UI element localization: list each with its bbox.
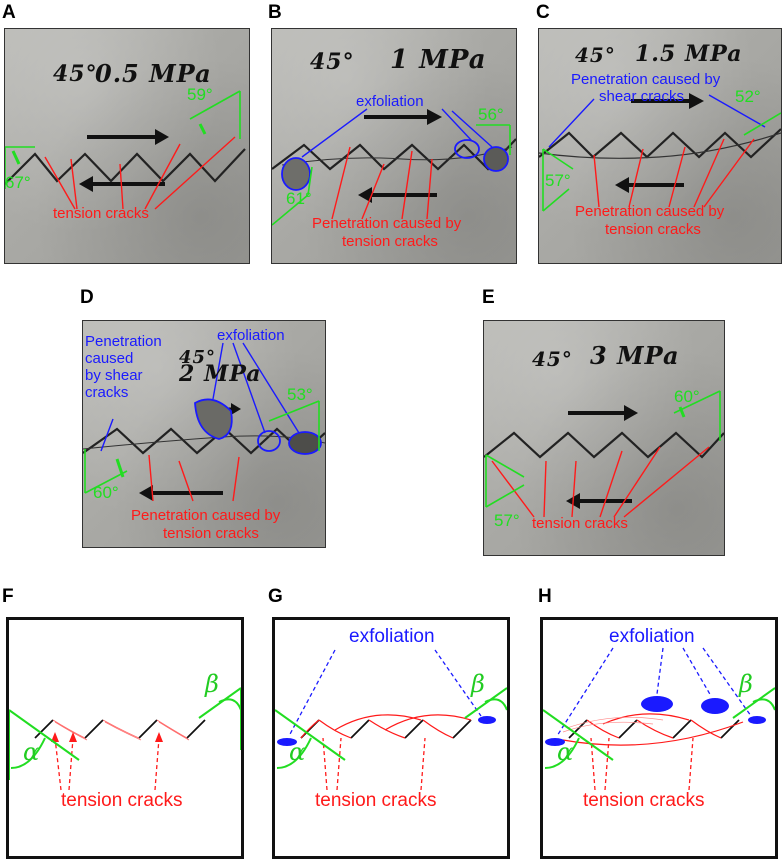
penetration-label-line2: tension cracks: [605, 221, 701, 238]
angle-label-right: 53°: [287, 385, 313, 404]
sketch-panel-g: exfoliation α β tension cracks: [272, 617, 510, 859]
beta-symbol: β: [739, 670, 753, 698]
panel-letter-a: A: [2, 2, 16, 23]
panel-letter-f: F: [2, 586, 14, 607]
angle-label-right: 52°: [735, 87, 761, 106]
sketch-panel-f: α β tension cracks: [6, 617, 244, 859]
angle-text: 45°: [179, 347, 217, 368]
stress-text: 0.5 MPa: [95, 59, 212, 88]
stress-text: 1 MPa: [390, 45, 487, 75]
beta-symbol: β: [205, 670, 219, 698]
tension-cracks-label: tension cracks: [53, 205, 149, 222]
photo-panel-b: 45° 1 MPa exfoliation 56° 61° Penetratio…: [271, 28, 517, 264]
tension-cracks-label: tension cracks: [61, 790, 183, 811]
angle-text: 45°: [532, 347, 573, 371]
stress-text: 2 MPa: [179, 361, 262, 387]
stress-text: 1.5 MPa: [635, 41, 743, 67]
exfoliation-label: exfoliation: [349, 626, 435, 647]
sketch-f-drawing: [9, 687, 241, 791]
sketch-panel-h: exfoliation α β tension cracks: [540, 617, 778, 859]
photo-panel-d: 45° 2 MPa Penetration caused by shear cr…: [82, 320, 326, 548]
exfoliation-label: exfoliation: [356, 93, 424, 110]
penetration-label-line1: Penetration caused by: [131, 507, 281, 524]
angle-text: 45°: [310, 49, 355, 75]
penetration-label-line2: tension cracks: [342, 233, 438, 250]
alpha-symbol: α: [23, 738, 40, 766]
exfoliation-label: exfoliation: [217, 327, 285, 344]
stress-text: 3 MPa: [590, 341, 680, 370]
angle-label-left: 57°: [545, 171, 571, 190]
penetration-label-line1: Penetration caused by: [575, 203, 725, 220]
panel-letter-h: H: [538, 586, 552, 607]
angle-label-left: 67°: [5, 173, 31, 192]
photo-a-overlay: [5, 90, 246, 210]
penetration-label-line2: tension cracks: [163, 525, 259, 542]
alpha-symbol: α: [289, 738, 306, 766]
tension-cracks-label: tension cracks: [532, 515, 628, 532]
panel-letter-d: D: [80, 287, 94, 308]
photo-e-overlay: [484, 390, 724, 518]
photo-panel-c: 45° 1.5 MPa Penetration caused by shear …: [538, 28, 782, 264]
photo-panel-a: 45° 0.5 MPa 59° 67° tension cracks: [4, 28, 250, 264]
photo-d-overlay: [83, 342, 325, 502]
sketch-g-drawing: [275, 649, 507, 791]
angle-text: 45°: [53, 61, 98, 87]
shear-label-line3: by shear: [85, 367, 143, 384]
angle-label-right: 60°: [674, 387, 700, 406]
tension-cracks-label: tension cracks: [583, 790, 705, 811]
shear-label-line1: Penetration: [85, 333, 162, 350]
shear-label-line2: shear cracks: [599, 88, 685, 105]
panel-letter-b: B: [268, 2, 282, 23]
sketch-h-drawing: [543, 647, 775, 791]
shear-label-line2: caused: [85, 350, 134, 367]
angle-label-left: 57°: [494, 511, 520, 530]
photo-b-overlay: [272, 108, 516, 226]
shear-label-line4: cracks: [85, 384, 129, 401]
photo-c-overlay: [539, 93, 781, 212]
alpha-symbol: α: [557, 738, 574, 766]
exfoliation-label: exfoliation: [609, 626, 695, 647]
angle-label-right: 59°: [187, 85, 213, 104]
panel-letter-g: G: [268, 586, 283, 607]
panel-letter-c: C: [536, 2, 550, 23]
shear-label-line1: Penetration caused by: [571, 71, 721, 88]
angle-label-left: 60°: [93, 483, 119, 502]
joint-line: [5, 148, 246, 185]
penetration-label-line1: Penetration caused by: [312, 215, 462, 232]
tension-cracks-label: tension cracks: [315, 790, 437, 811]
beta-symbol: β: [471, 670, 485, 698]
photo-panel-e: 45° 3 MPa 60° 57° tension cracks: [483, 320, 725, 556]
panel-letter-e: E: [482, 287, 495, 308]
angle-text: 45°: [575, 43, 616, 67]
angle-label-right: 56°: [478, 105, 504, 124]
angle-label-left: 61°: [286, 189, 312, 208]
